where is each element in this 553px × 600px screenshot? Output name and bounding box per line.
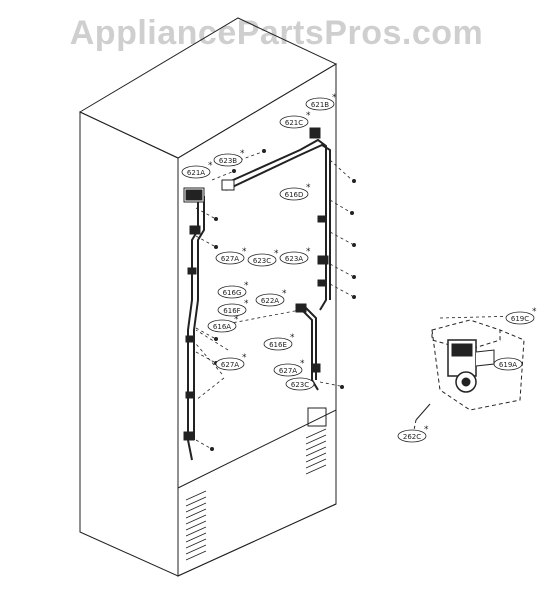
svg-text:616G: 616G bbox=[223, 289, 242, 297]
label-621b: 621B bbox=[305, 97, 335, 111]
svg-text:*: * bbox=[242, 353, 247, 363]
label-616g: 616G bbox=[217, 285, 247, 299]
svg-text:*: * bbox=[332, 93, 337, 103]
watermark-text: AppliancePartsPros.com bbox=[69, 14, 484, 52]
label-621c: 621C bbox=[279, 115, 309, 129]
svg-text:*: * bbox=[290, 333, 295, 343]
valve-outline-dashed bbox=[431, 329, 525, 411]
machine-compartment-cover bbox=[177, 409, 337, 577]
label-616a: 616A bbox=[207, 319, 237, 333]
svg-text:262C: 262C bbox=[403, 433, 421, 441]
label-627a-upper: 627A bbox=[215, 251, 245, 265]
label-623b: 623B bbox=[213, 153, 243, 167]
svg-text:*: * bbox=[234, 315, 239, 325]
label-623c-upper: 623C bbox=[247, 253, 277, 267]
svg-text:623C: 623C bbox=[291, 381, 309, 389]
label-623c-lower: 623C bbox=[285, 377, 315, 391]
svg-text:*: * bbox=[532, 307, 537, 317]
label-621a: 621A bbox=[181, 165, 211, 179]
svg-text:*: * bbox=[282, 289, 287, 299]
svg-text:616A: 616A bbox=[213, 323, 231, 331]
asterisk-marks: * * * * * * * * * * * * * * * * * bbox=[208, 93, 537, 435]
svg-text:621C: 621C bbox=[285, 119, 303, 127]
label-627a-lower: 627A bbox=[215, 357, 245, 371]
svg-text:*: * bbox=[306, 247, 311, 257]
svg-text:616D: 616D bbox=[285, 191, 304, 199]
access-plate bbox=[307, 407, 327, 427]
svg-text:627A: 627A bbox=[221, 361, 239, 369]
svg-text:*: * bbox=[208, 161, 213, 171]
label-616f: 616F bbox=[217, 303, 247, 317]
svg-text:*: * bbox=[240, 149, 245, 159]
label-619c: 619C bbox=[505, 311, 535, 325]
label-262c: 262C bbox=[397, 429, 427, 443]
svg-text:621B: 621B bbox=[311, 101, 329, 109]
svg-text:*: * bbox=[424, 425, 429, 435]
water-valve-assembly bbox=[413, 319, 525, 431]
svg-text:*: * bbox=[274, 249, 279, 259]
part-labels: 621A 623B 621C 621B 616D 627A 623C 623A bbox=[181, 97, 535, 443]
label-616e: 616E bbox=[263, 337, 293, 351]
cabinet-top bbox=[78, 17, 338, 159]
svg-text:619C: 619C bbox=[511, 315, 529, 323]
svg-text:622A: 622A bbox=[261, 297, 279, 305]
label-616d: 616D bbox=[279, 187, 309, 201]
svg-text:*: * bbox=[306, 183, 311, 193]
svg-text:623C: 623C bbox=[253, 257, 271, 265]
svg-text:616F: 616F bbox=[223, 307, 240, 315]
vent-grille-left bbox=[185, 490, 207, 561]
svg-text:627A: 627A bbox=[221, 255, 239, 263]
svg-text:619A: 619A bbox=[499, 361, 517, 369]
label-627a-mid: 627A bbox=[273, 363, 303, 377]
svg-text:621A: 621A bbox=[187, 169, 205, 177]
label-623a: 623A bbox=[279, 251, 309, 265]
label-622a: 622A bbox=[255, 293, 285, 307]
cabinet-left-side bbox=[79, 111, 179, 577]
svg-text:*: * bbox=[242, 247, 247, 257]
svg-text:*: * bbox=[300, 359, 305, 369]
svg-text:*: * bbox=[244, 299, 249, 309]
valve-bracket bbox=[431, 319, 501, 351]
svg-text:623A: 623A bbox=[285, 255, 303, 263]
svg-text:*: * bbox=[244, 281, 249, 291]
svg-text:616E: 616E bbox=[269, 341, 287, 349]
svg-text:*: * bbox=[306, 111, 311, 121]
harness-clips bbox=[183, 127, 329, 441]
svg-text:623B: 623B bbox=[219, 157, 237, 165]
svg-text:627A: 627A bbox=[279, 367, 297, 375]
label-619a: 619A bbox=[493, 357, 523, 371]
vent-grille-right bbox=[305, 428, 327, 475]
